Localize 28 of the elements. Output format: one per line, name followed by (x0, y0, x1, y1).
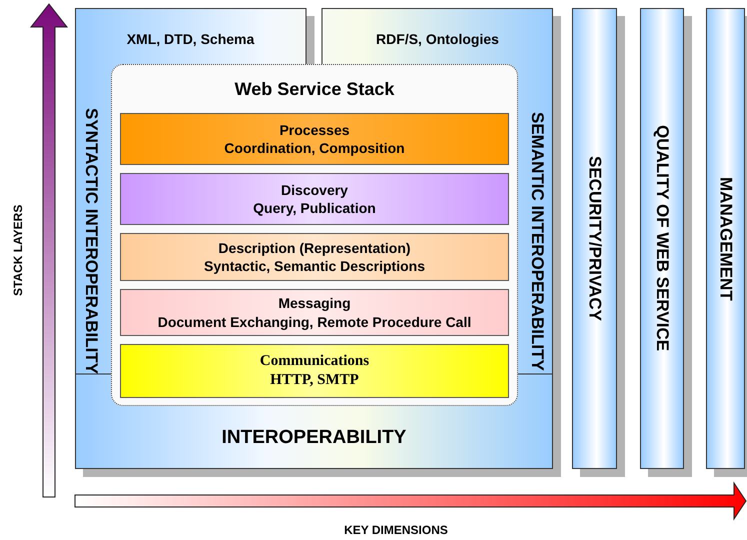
column-label: MANAGEMENT (716, 176, 736, 300)
layer-description: HTTP, SMTP (270, 371, 359, 390)
side-label: SEMANTIC INTEROPERABILITY (527, 110, 548, 372)
layer-title: Communications (260, 352, 370, 370)
tab-label: RDF/S, Ontologies (375, 30, 500, 49)
stack-title: Web Service Stack (234, 78, 396, 102)
layer-title: Processes (279, 120, 350, 139)
stack-container (111, 64, 518, 406)
tab-label: XML, DTD, Schema (126, 30, 256, 49)
layer-title: Messaging (278, 294, 351, 312)
layer-box (120, 289, 509, 336)
layer-box (120, 113, 509, 165)
axis-label: KEY DIMENSIONS (343, 522, 449, 538)
layer-description: Document Exchanging, Remote Procedure Call (158, 312, 472, 331)
column-label: SECURITY/PRIVACY (584, 156, 604, 321)
interoperability-panel (75, 8, 553, 469)
layer-description: Coordination, Composition (224, 139, 405, 158)
layer-box (120, 233, 509, 281)
layer-description: Query, Publication (253, 199, 376, 218)
layer-box (120, 173, 509, 225)
panel-title: INTEROPERABILITY (220, 426, 408, 450)
layer-description: Syntactic, Semantic Descriptions (204, 257, 425, 276)
layer-title: Description (Representation) (218, 238, 411, 257)
column-label: QUALITY OF WEB SERVICE (652, 125, 672, 352)
axis-label: STACK LAYERS (10, 203, 26, 298)
layer-title: Discovery (281, 180, 348, 199)
layer-box (120, 344, 509, 398)
side-label: SYNTACTIC INTEROPERABILITY (81, 106, 102, 376)
